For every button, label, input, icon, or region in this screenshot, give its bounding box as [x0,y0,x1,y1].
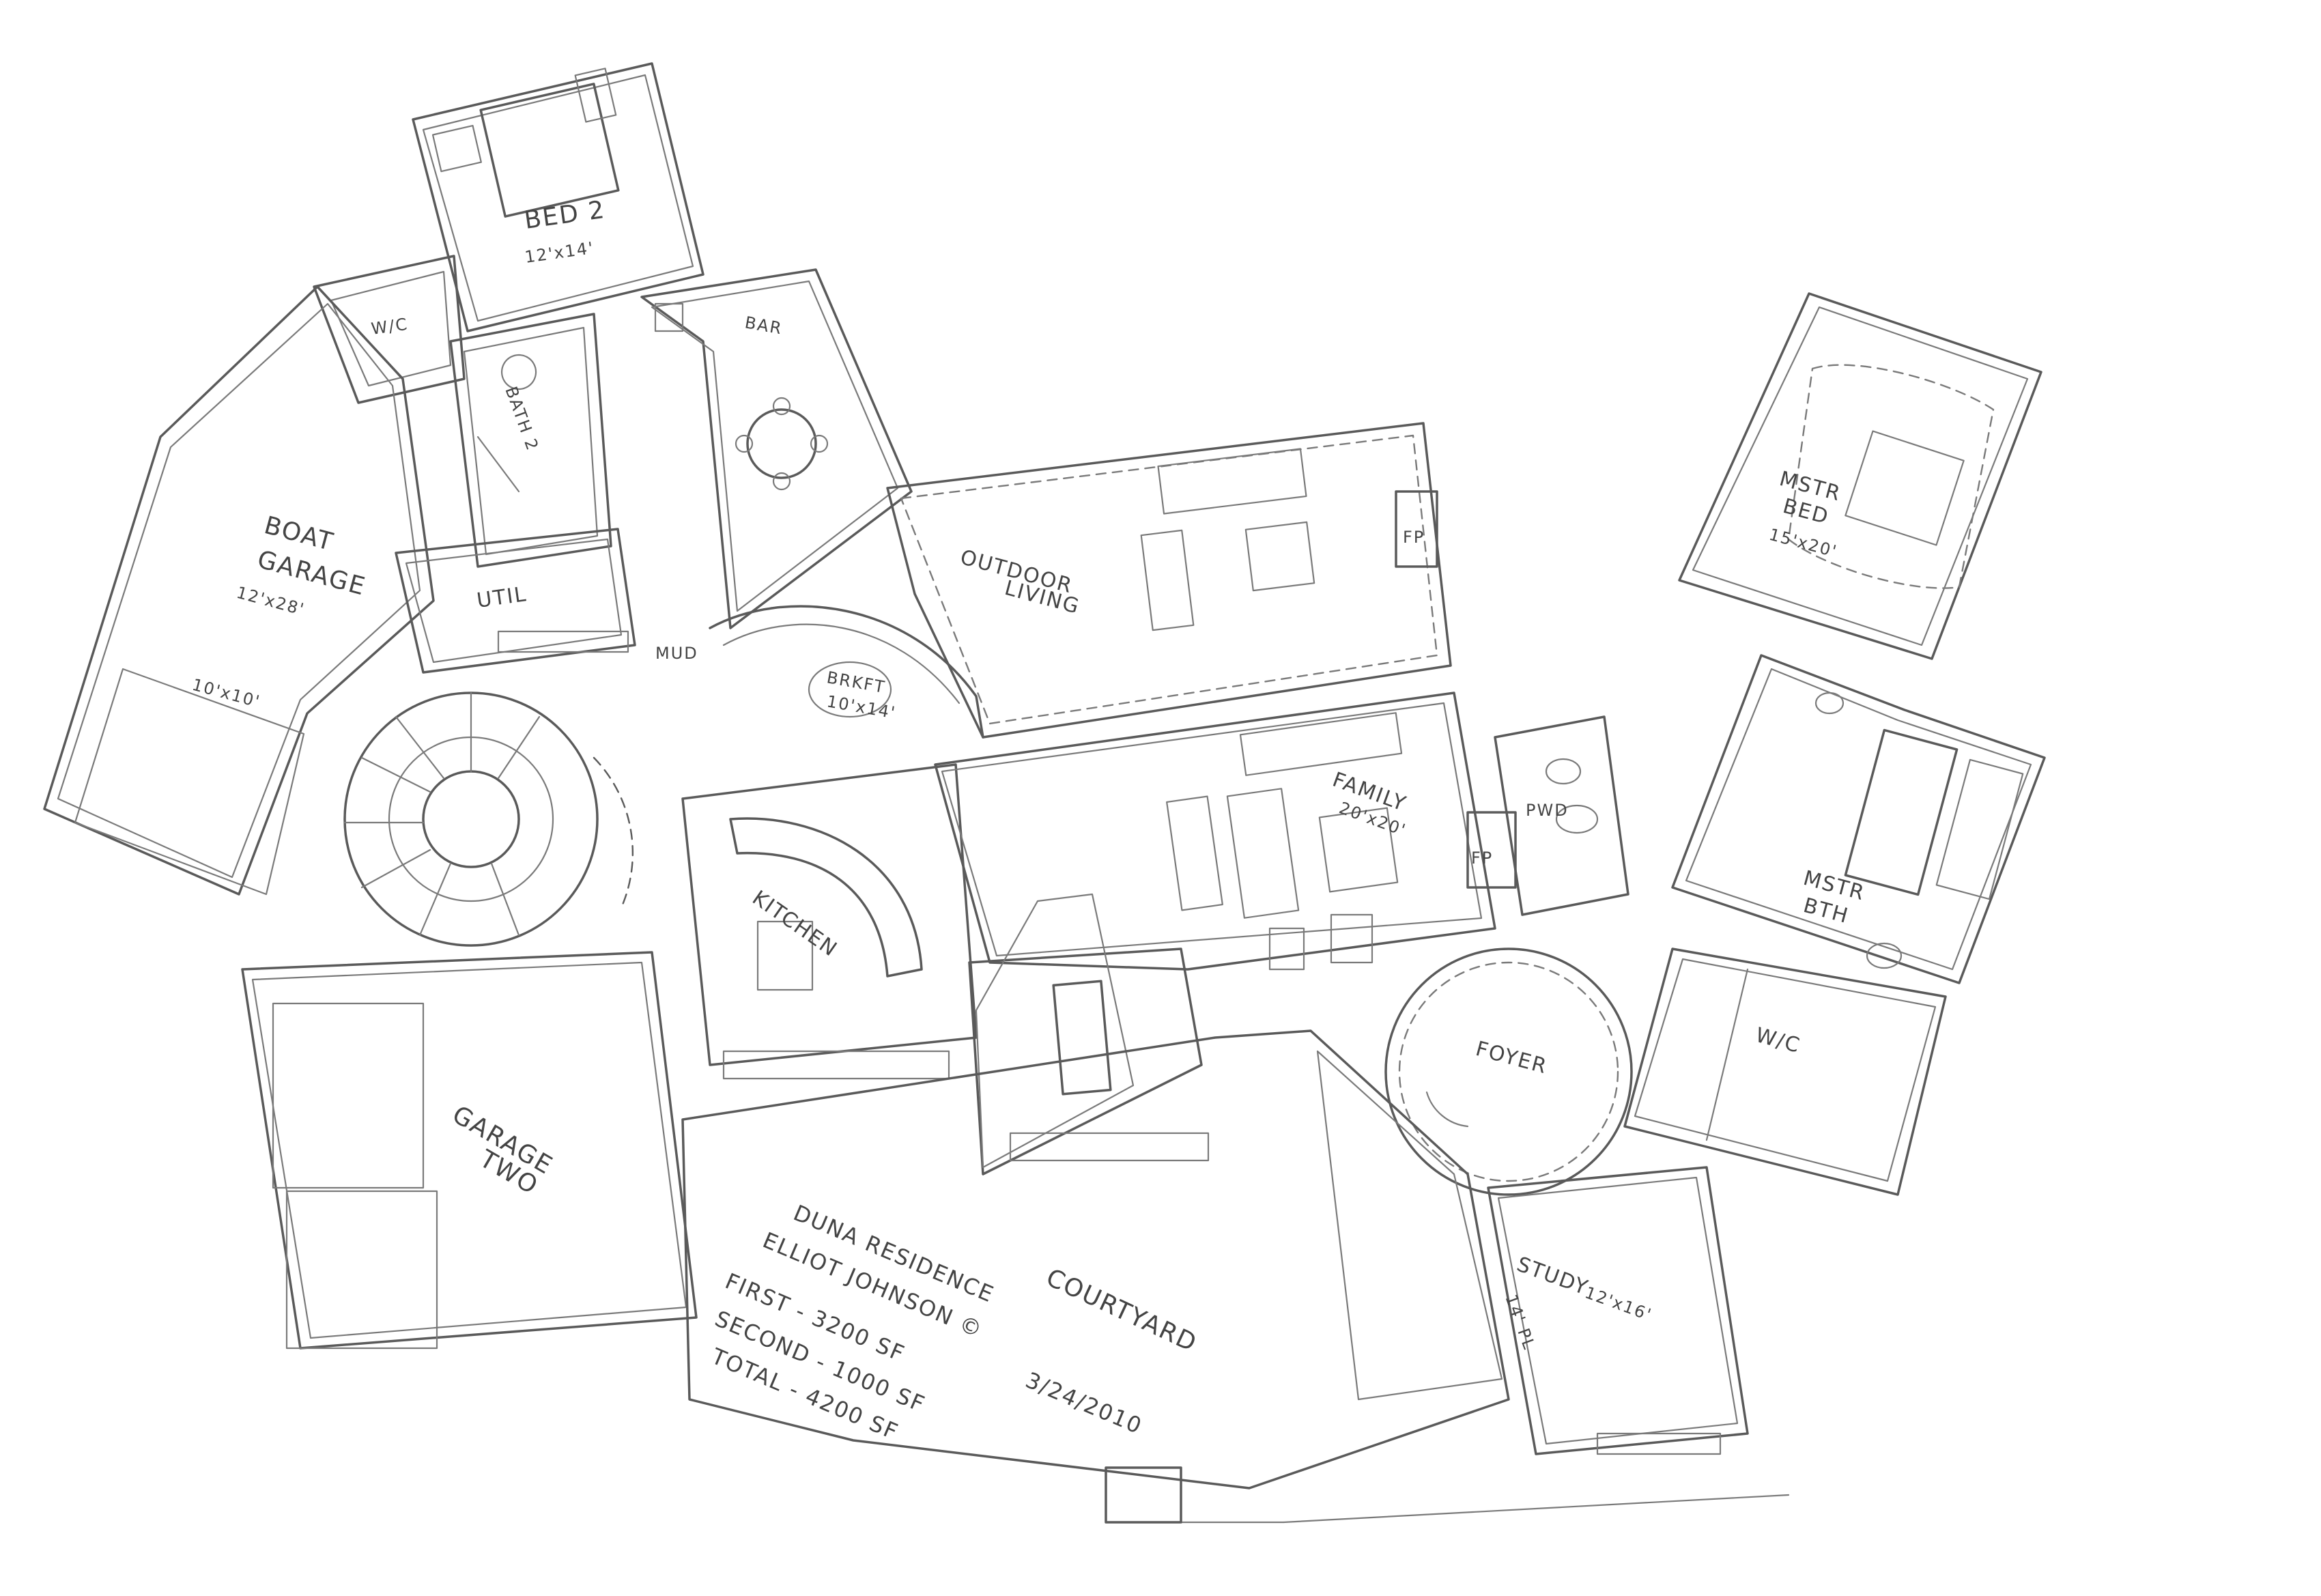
util-room [395,528,636,674]
dining [968,893,1210,1175]
bath2-label: BATH 2 [501,384,542,453]
courtyard-label: COURTYARD [1042,1264,1201,1358]
title-block: DUNA RESIDENCE ELLIOT JOHNSON © 3/24/201… [707,1199,1146,1445]
foyer [1384,947,1633,1196]
garage-two [241,951,698,1350]
bed2-room [412,62,704,332]
breakfast-label-2: 10'x14' [825,692,898,722]
util-label: UTIL [475,582,528,613]
mud-label: MUD [655,644,698,663]
wic-left [313,255,466,404]
family-room [934,692,1517,971]
bed2-size: 12'x14' [524,238,595,267]
wic-left-label: W/C [370,315,410,339]
spiral-stair [343,692,634,947]
boat-garage-size: 12'x28' [234,583,307,620]
powder-room [1494,715,1629,916]
study-label: STUDY [1513,1253,1592,1300]
study-size: 12'x16' [1582,1283,1655,1324]
bar-label: BAR [743,313,784,338]
outdoor-living [886,422,1452,739]
bed2-label: BED 2 [523,196,608,235]
bath2 [449,313,612,568]
breakfast-area [709,605,984,739]
courtyard [681,1029,1790,1524]
family-fp-label: FP [1471,849,1493,868]
wic-right-label: W/C [1753,1023,1804,1058]
master-bath [1671,654,2046,984]
master-bed [1678,292,2042,660]
study-ceiling: 14' PL [1501,1292,1539,1352]
master-bed-size: 15'x20' [1767,525,1839,562]
pwd-label: PWD [1526,801,1569,820]
bar-area [640,268,913,629]
boat-garage [43,285,435,896]
outdoor-fp-label: FP [1403,528,1425,547]
kitchen-label: KITCHEN [747,886,842,962]
kitchen [681,763,978,1080]
wic-right [1623,947,1947,1196]
study [1487,1166,1749,1455]
title-date: 3/24/2010 [1022,1367,1146,1439]
foyer-label: FOYER [1473,1037,1550,1079]
